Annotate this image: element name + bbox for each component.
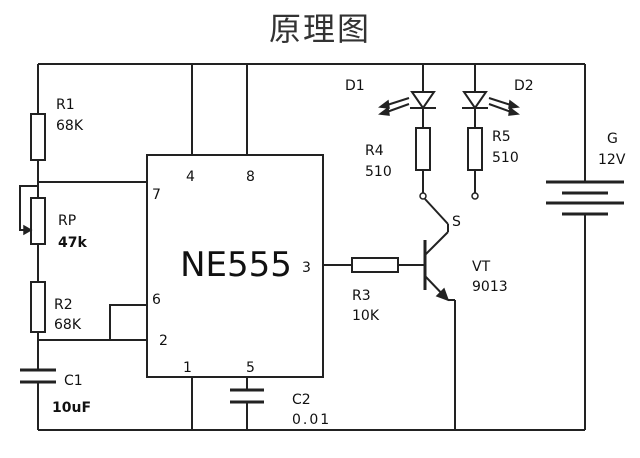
- pin-5-label: 5: [246, 360, 255, 376]
- r1-ref: R1: [56, 97, 75, 113]
- r2-ref: R2: [54, 297, 73, 313]
- r3-value: 10K: [352, 308, 380, 324]
- resistor-r2: R2 68K: [30, 281, 82, 333]
- resistor-r5: R5 510: [467, 127, 519, 193]
- c2-value: 0.01: [292, 412, 331, 428]
- battery-g: G 12V: [546, 64, 626, 430]
- potentiometer-rp: RP 47k: [19, 185, 87, 251]
- s-ref: S: [452, 214, 461, 230]
- d2-ref: D2: [514, 78, 534, 94]
- g-ref: G: [607, 131, 618, 147]
- switch-s: S: [419, 192, 479, 232]
- led-d2: D2: [462, 64, 534, 128]
- vt-ref: VT: [472, 259, 491, 275]
- pin-7-label: 7: [152, 187, 161, 203]
- r1-value: 68K: [56, 118, 84, 134]
- r2-value: 68K: [54, 317, 82, 333]
- resistor-r1: R1 68K: [30, 97, 84, 161]
- ne555-chip: NE555: [146, 154, 324, 378]
- pin-8-label: 8: [246, 169, 255, 185]
- chip-name: NE555: [180, 245, 292, 285]
- capacitor-c1: C1 10uF: [20, 368, 91, 416]
- rp-ref: RP: [58, 213, 76, 229]
- c1-ref: C1: [64, 373, 83, 389]
- capacitor-c2: C2 0.01: [230, 388, 331, 430]
- g-value: 12V: [598, 152, 626, 168]
- pin6-loop: [109, 304, 147, 341]
- r4-ref: R4: [365, 143, 384, 159]
- pin-6-label: 6: [152, 292, 161, 308]
- r5-ref: R5: [492, 129, 511, 145]
- c1-value: 10uF: [52, 400, 91, 416]
- pin-4-label: 4: [186, 169, 195, 185]
- resistor-r4: R4 510: [365, 127, 431, 193]
- r3-ref: R3: [352, 288, 371, 304]
- pin-1-label: 1: [183, 360, 192, 376]
- vt-value: 9013: [472, 279, 508, 295]
- diagram-title: 原理图: [269, 10, 371, 48]
- rp-value: 47k: [58, 235, 87, 251]
- transistor-vt: VT 9013: [423, 231, 508, 430]
- pin-3-label: 3: [302, 260, 311, 276]
- r4-value: 510: [365, 164, 392, 180]
- r5-value: 510: [492, 150, 519, 166]
- pin-2-label: 2: [159, 333, 168, 349]
- c2-ref: C2: [292, 392, 311, 408]
- resistor-r3: R3 10K: [351, 257, 425, 324]
- led-d1: D1: [345, 64, 436, 128]
- d1-ref: D1: [345, 78, 365, 94]
